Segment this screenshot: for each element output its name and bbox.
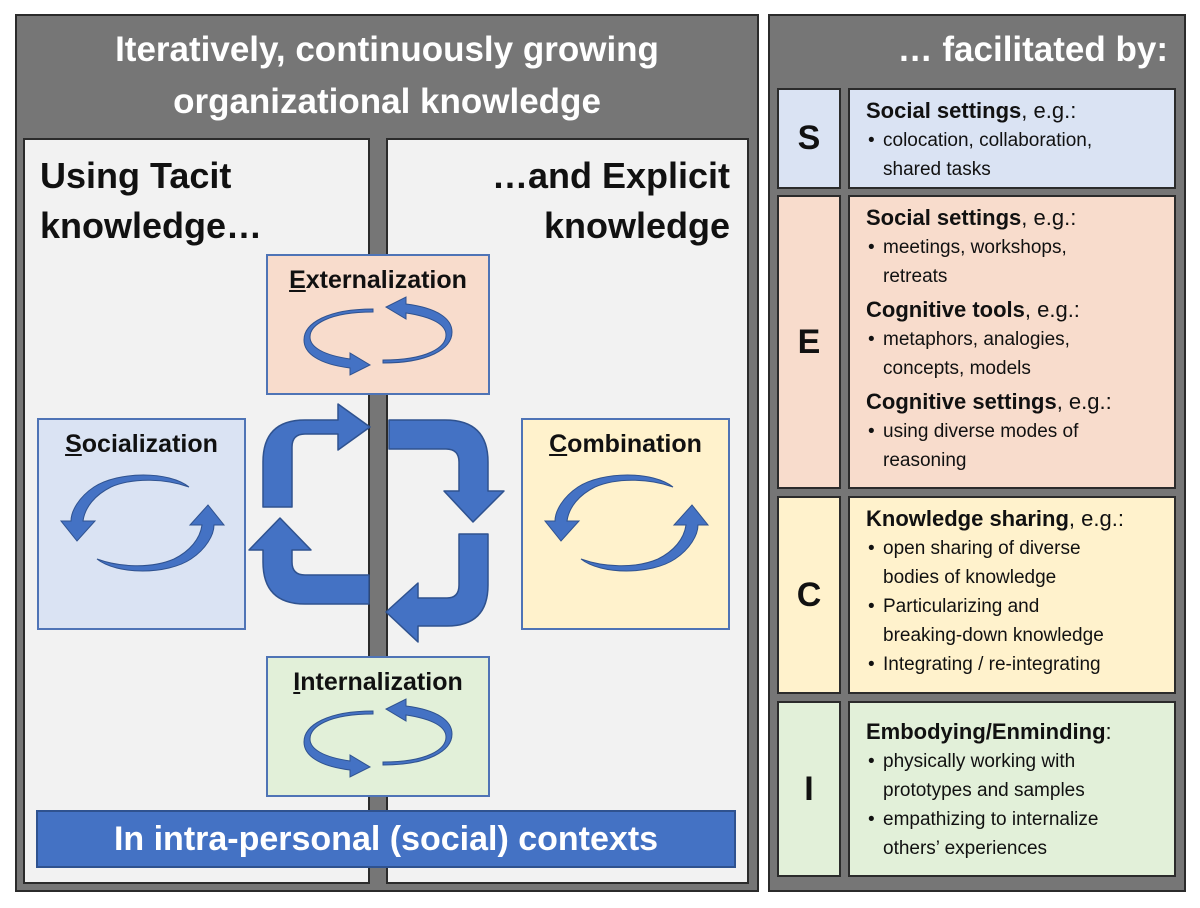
internalization-box: Internalization bbox=[266, 656, 490, 797]
row-s-letter: S bbox=[777, 88, 841, 189]
combination-title: Combination bbox=[549, 430, 702, 458]
row-c-letter: C bbox=[777, 496, 841, 694]
bullet-item-continued: reasoning bbox=[883, 450, 967, 471]
group-heading: Cognitive tools, e.g.: bbox=[866, 297, 1080, 322]
main-title-line2: organizational knowledge bbox=[173, 82, 601, 121]
group-heading: Social settings, e.g.: bbox=[866, 205, 1077, 230]
bullet-item-continued: bodies of knowledge bbox=[883, 567, 1057, 588]
cycle-arrows-icon bbox=[303, 296, 453, 376]
row-e-letter: E bbox=[777, 195, 841, 489]
main-title: Iteratively, continuously growing organi… bbox=[17, 24, 757, 134]
bullet-item: empathizing to internalize bbox=[866, 805, 1174, 834]
arrow-bottom-left bbox=[248, 517, 370, 605]
bullet-item: open sharing of diverse bbox=[866, 534, 1174, 563]
explicit-heading-line2: knowledge bbox=[543, 205, 730, 246]
externalization-box: Externalization bbox=[266, 254, 490, 395]
tacit-heading-line1: Using Tacit bbox=[40, 155, 232, 196]
explicit-heading-line1: …and Explicit bbox=[491, 155, 730, 196]
externalization-title: Externalization bbox=[289, 266, 467, 294]
group-heading: Cognitive settings, e.g.: bbox=[866, 389, 1112, 414]
bullet-item: physically working with bbox=[866, 747, 1174, 776]
socialization-title: Socialization bbox=[65, 430, 218, 458]
bullet-item: Particularizing and bbox=[866, 592, 1174, 621]
bottom-context-bar: In intra-personal (social) contexts bbox=[36, 810, 736, 868]
bullet-item: Integrating / re-integrating bbox=[866, 650, 1174, 679]
cycle-arrows-icon bbox=[59, 474, 226, 572]
internalization-title: Internalization bbox=[293, 668, 463, 696]
row-i-letter: I bbox=[777, 701, 841, 877]
row-e-description: Social settings, e.g.: meetings, worksho… bbox=[848, 195, 1176, 489]
cycle-arrows-icon bbox=[543, 474, 710, 572]
bullet-item-continued: prototypes and samples bbox=[883, 780, 1085, 801]
bullet-item-continued: concepts, models bbox=[883, 358, 1031, 379]
bullet-item-continued: retreats bbox=[883, 266, 948, 287]
bullet-item-continued: shared tasks bbox=[883, 159, 991, 180]
bullet-item: meetings, workshops, bbox=[866, 233, 1174, 262]
arrow-top-right bbox=[388, 419, 505, 523]
group-heading: Social settings, e.g.: bbox=[866, 98, 1077, 123]
arrow-top-left bbox=[262, 403, 371, 508]
tacit-heading: Using Tacit knowledge… bbox=[40, 151, 360, 251]
arrow-bottom-right bbox=[385, 533, 489, 643]
cycle-arrows-icon bbox=[303, 698, 453, 778]
tacit-heading-line2: knowledge… bbox=[40, 205, 263, 246]
bullet-item: using diverse modes of bbox=[866, 417, 1174, 446]
combination-box: Combination bbox=[521, 418, 730, 630]
bullet-item: colocation, collaboration, bbox=[866, 126, 1174, 155]
group-heading: Knowledge sharing, e.g.: bbox=[866, 506, 1124, 531]
explicit-heading: …and Explicit knowledge bbox=[400, 151, 730, 251]
row-c-description: Knowledge sharing, e.g.: open sharing of… bbox=[848, 496, 1176, 694]
socialization-box: Socialization bbox=[37, 418, 246, 630]
bullet-item: metaphors, analogies, bbox=[866, 325, 1174, 354]
row-i-description: Embodying/Enminding: physically working … bbox=[848, 701, 1176, 877]
bullet-item-continued: breaking-down knowledge bbox=[883, 625, 1104, 646]
group-heading: Embodying/Enminding: bbox=[866, 719, 1112, 744]
row-s-description: Social settings, e.g.: colocation, colla… bbox=[848, 88, 1176, 189]
right-title: … facilitated by: bbox=[897, 30, 1168, 69]
bullet-item-continued: others’ experiences bbox=[883, 838, 1048, 859]
main-title-line1: Iteratively, continuously growing bbox=[115, 30, 659, 69]
